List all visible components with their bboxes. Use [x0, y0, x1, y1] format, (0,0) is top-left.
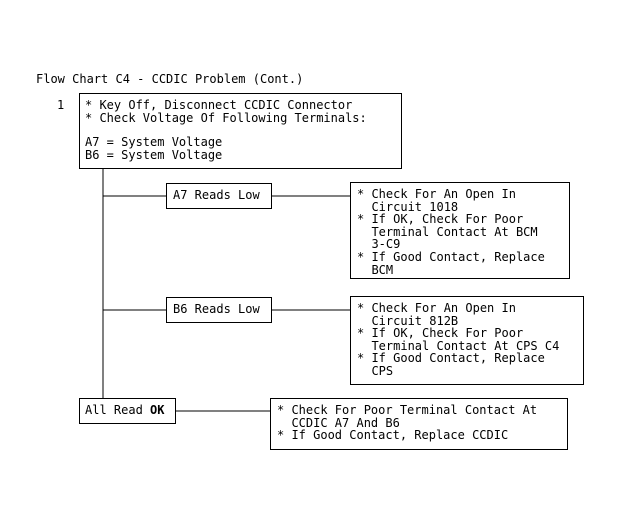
result-line: * If OK, Check For Poor — [357, 212, 524, 227]
branch-b6-box: B6 Reads Low — [166, 297, 272, 323]
branch-all-ok-box: All Read OK — [79, 398, 176, 424]
step-number: 1 — [57, 98, 65, 112]
result-line: * If Good Contact, Replace CCDIC — [277, 428, 509, 443]
result-line: * Check For An Open In — [357, 187, 516, 201]
step-text-line: * Check Voltage Of Following Terminals: — [85, 110, 367, 125]
result-line: Circuit 812B — [357, 313, 459, 328]
result-line: * Check For Poor Terminal Contact At — [277, 403, 538, 417]
result-line: Circuit 1018 — [357, 199, 459, 214]
result-line: CPS — [357, 363, 394, 378]
branch-a7-box: A7 Reads Low — [166, 183, 272, 209]
step-text-line: * Key Off, Disconnect CCDIC Connector — [85, 98, 353, 112]
result-a7-box: * Check For An Open In Circuit 1018 * If… — [350, 182, 570, 279]
result-line: 3-C9 — [357, 237, 401, 252]
branch-label-ok: OK — [150, 403, 165, 417]
result-line: CCDIC A7 And B6 — [277, 415, 400, 430]
result-all-ok-box: * Check For Poor Terminal Contact At CCD… — [270, 398, 568, 450]
result-b6-box: * Check For An Open In Circuit 812B * If… — [350, 296, 584, 385]
result-line: Terminal Contact At CPS C4 — [357, 338, 560, 353]
branch-label: B6 Reads Low — [173, 302, 260, 316]
step-text-line: B6 = System Voltage — [85, 147, 223, 162]
branch-label: All Read OK — [85, 404, 175, 417]
result-line: Terminal Contact At BCM — [357, 224, 538, 239]
result-line: * If Good Contact, Replace — [357, 249, 545, 264]
step-text-line: A7 = System Voltage — [85, 135, 223, 150]
branch-label-prefix: All Read — [85, 403, 151, 417]
result-line: BCM — [357, 262, 394, 277]
result-line: * Check For An Open In — [357, 301, 516, 315]
step-1-box: * Key Off, Disconnect CCDIC Connector * … — [79, 93, 402, 169]
result-line: * If OK, Check For Poor — [357, 326, 524, 341]
branch-label: A7 Reads Low — [173, 188, 260, 202]
result-line: * If Good Contact, Replace — [357, 351, 545, 366]
chart-title: Flow Chart C4 - CCDIC Problem (Cont.) — [36, 72, 304, 86]
